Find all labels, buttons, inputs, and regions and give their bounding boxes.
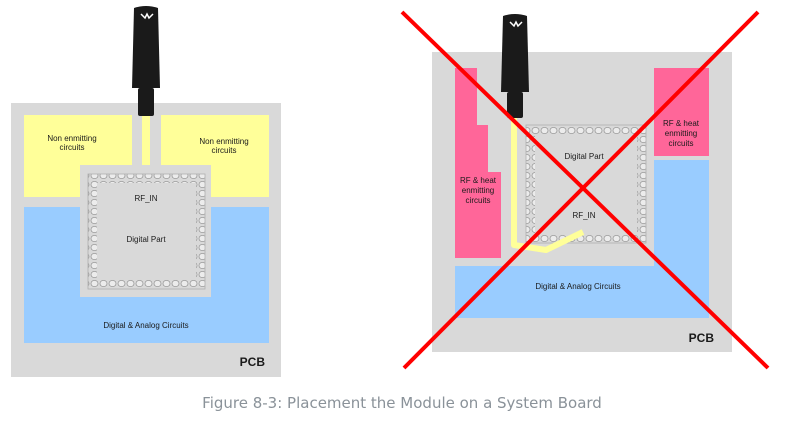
right-rf-emitting-zone-right [654,68,709,156]
left-digital-part-label: Digital Part [126,235,166,244]
figure-caption: Figure 8-3: Placement the Module on a Sy… [202,394,602,412]
left-zone-label-1: Non enmitting [47,134,96,143]
right-rf-left-label-2: enmitting [462,186,494,195]
right-rf-right-label-3: circuits [669,139,694,148]
right-board: Digital Part RF_IN RF & heat enmitting c… [400,10,770,370]
left-antenna-connector [132,6,160,116]
wrong-placement-cross-icon [400,10,770,370]
right-rf-left-label-3: circuits [466,196,491,205]
right-rf-right-label-2: enmitting [665,129,697,138]
left-digital-analog-label: Digital & Analog Circuits [103,321,188,330]
left-rf-in-label: RF_IN [134,194,157,203]
right-digital-part-label: Digital Part [564,152,604,161]
right-rf-trace [511,118,585,253]
right-rf-right-label-1: RF & heat [663,119,700,128]
left-rf-trace [142,115,150,167]
left-zone-label-2: circuits [60,143,85,152]
left-pcb-label: PCB [240,355,266,369]
right-rf-in-label: RF_IN [572,211,595,220]
right-zone-label-2: circuits [212,146,237,155]
left-module-core [97,183,196,280]
right-digital-analog-label: Digital & Analog Circuits [535,282,620,291]
right-rf-emitting-zone-left [455,68,501,258]
right-zone-label-1: Non enmitting [199,137,248,146]
right-antenna-connector [501,14,529,118]
left-board: Non enmitting circuits Non enmitting cir… [11,6,281,377]
right-pcb-label: PCB [689,331,715,345]
right-rf-left-label-1: RF & heat [460,176,497,185]
